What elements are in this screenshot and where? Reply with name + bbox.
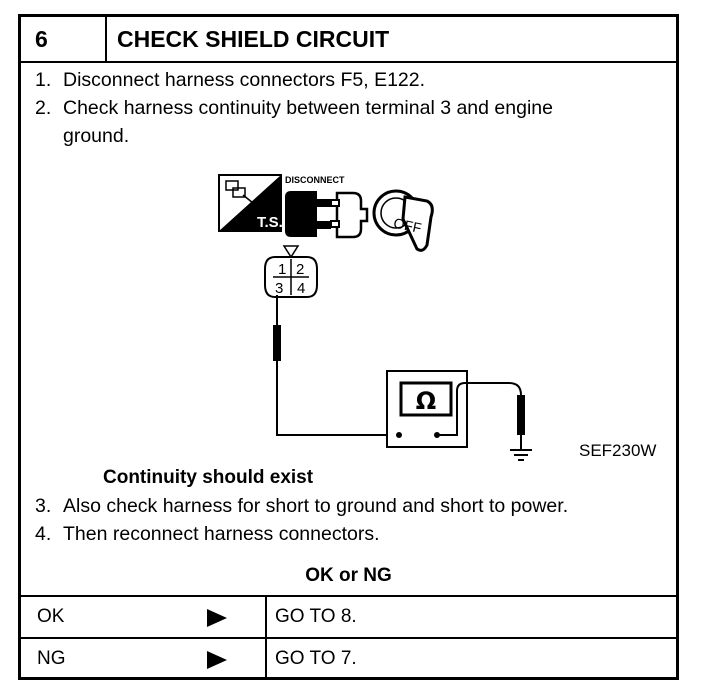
result-table: OK GO TO 8. NG GO TO 7.	[21, 595, 676, 679]
disconnect-label: DISCONNECT	[285, 175, 345, 185]
result-divider	[265, 597, 267, 637]
instruction-2: 2. Check harness continuity between termi…	[35, 95, 553, 121]
terminal-2: 2	[296, 261, 304, 278]
result-row-ok: OK GO TO 8.	[21, 595, 676, 637]
terminal-3: 3	[275, 280, 283, 297]
step-header: 6 CHECK SHIELD CIRCUIT	[21, 17, 676, 63]
instruction-1: 1. Disconnect harness connectors F5, E122…	[35, 67, 425, 93]
result-header: OK or NG	[305, 565, 392, 586]
ground-lead	[437, 382, 525, 449]
figure-reference: SEF230W	[579, 441, 657, 460]
terminal-4: 4	[297, 280, 305, 297]
disconnect-icon: DISCONNECT	[285, 175, 369, 239]
instruction-text: Check harness continuity between termina…	[63, 97, 553, 119]
probe-lead	[273, 295, 399, 436]
ignition-off-icon: OFF	[372, 189, 434, 252]
result-action: GO TO 7.	[275, 648, 357, 669]
instruction-number: 1.	[35, 69, 52, 91]
harness-connector: 1 2 3 4	[264, 245, 318, 298]
result-action: GO TO 8.	[275, 606, 357, 627]
ohm-symbol: Ω	[416, 387, 436, 415]
instruction-number: 3.	[35, 495, 52, 517]
instruction-text: Also check harness for short to ground a…	[63, 495, 569, 517]
expected-condition: Continuity should exist	[103, 467, 314, 488]
instruction-2-continued: ground.	[63, 125, 130, 147]
ts-icon: T.S.	[218, 174, 283, 232]
instruction-number: 2.	[35, 97, 52, 119]
instruction-number: 4.	[35, 523, 52, 545]
ts-label: T.S.	[257, 214, 283, 231]
instruction-4: 4. Then reconnect harness connectors.	[35, 521, 380, 547]
terminal-1: 1	[278, 261, 286, 278]
result-label: OK	[37, 606, 65, 627]
result-label: NG	[37, 648, 66, 669]
instruction-3: 3. Also check harness for short to ground…	[35, 493, 568, 519]
step-title: CHECK SHIELD CIRCUIT	[117, 26, 390, 52]
arrow-right-icon	[207, 651, 227, 669]
continuity-test-diagram: T.S. DISCONNECT OFF 1 2 3	[218, 174, 532, 461]
procedure-frame: 6 CHECK SHIELD CIRCUIT 1. Disconnect harn…	[18, 14, 679, 680]
result-divider	[265, 639, 267, 679]
arrow-right-icon	[207, 609, 227, 627]
result-row-ng: NG GO TO 7.	[21, 637, 676, 679]
instruction-text: Then reconnect harness connectors.	[63, 523, 380, 545]
ignition-label: OFF	[392, 215, 423, 236]
ground-icon	[510, 449, 532, 461]
step-number: 6	[21, 17, 107, 61]
instruction-text: Disconnect harness connectors F5, E122.	[63, 69, 426, 91]
